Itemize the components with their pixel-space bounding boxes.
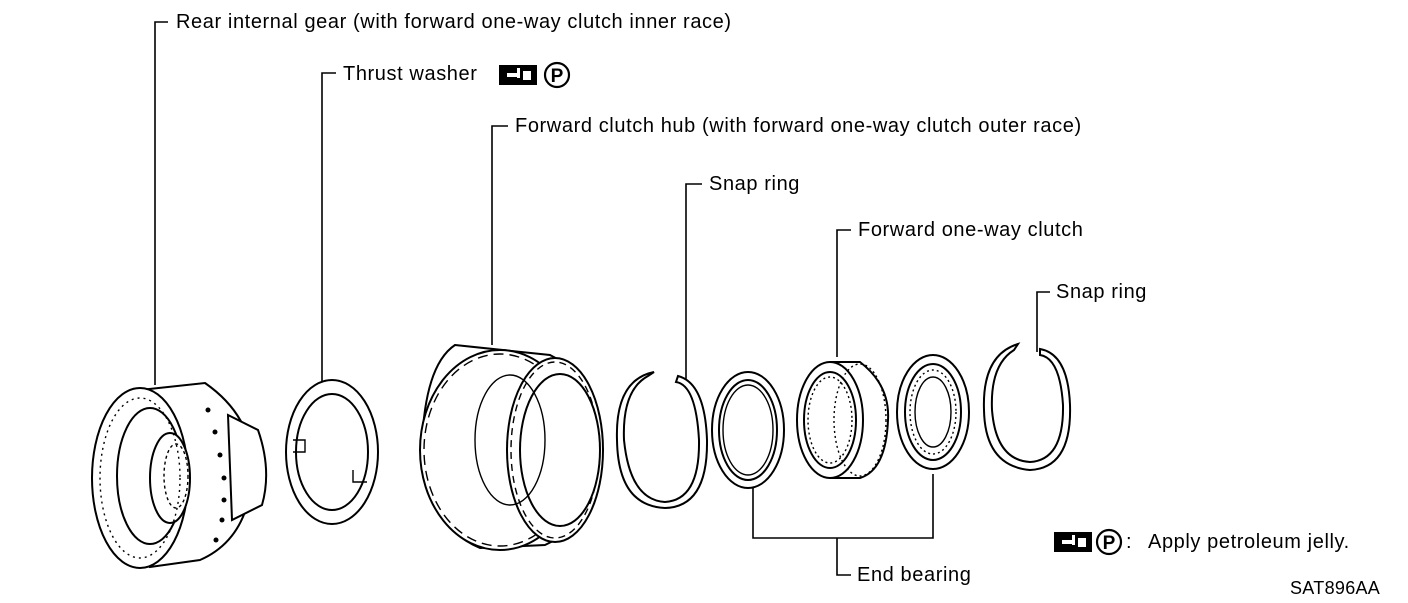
- legend-text: Apply petroleum jelly.: [1148, 531, 1350, 553]
- end-bearing-1-part: [711, 371, 785, 489]
- snap-ring-1-part: [615, 371, 709, 510]
- figure-code: SAT896AA: [1290, 578, 1381, 598]
- label-snap-ring-1: Snap ring: [709, 173, 801, 195]
- p-circle-letter: P: [1103, 533, 1116, 554]
- label-forward-one-way-clutch: Forward one-way clutch: [858, 219, 1084, 241]
- leader-snap-ring-1: [685, 183, 702, 383]
- p-circle-letter: P: [551, 66, 564, 87]
- leader-end-bearing: [752, 474, 934, 576]
- thrust-washer-part: [285, 379, 379, 525]
- p-circle-icon: P: [1095, 528, 1123, 556]
- label-thrust-washer: Thrust washer: [343, 63, 478, 85]
- leader-lines: [154, 21, 1050, 576]
- leader-snap-ring-2: [1036, 291, 1050, 352]
- label-forward-clutch-hub: Forward clutch hub (with forward one-way…: [515, 115, 1082, 137]
- rear-internal-gear-part: [91, 381, 268, 569]
- legend-colon: :: [1126, 531, 1133, 553]
- leader-forward-clutch-hub: [491, 125, 508, 345]
- end-bearing-2-part: [896, 354, 970, 470]
- legend-icons: P: [1054, 528, 1123, 556]
- label-snap-ring-2: Snap ring: [1056, 281, 1148, 303]
- leader-rear-internal-gear: [154, 21, 168, 385]
- forward-clutch-hub-part: [419, 343, 604, 551]
- petroleum-jelly-icon: [499, 65, 537, 85]
- leader-forward-one-way-clutch: [836, 229, 851, 357]
- p-circle-icon: P: [543, 61, 571, 89]
- snap-ring-2-part: [982, 342, 1072, 472]
- forward-one-way-clutch-part: [796, 361, 890, 479]
- label-rear-internal-gear: Rear internal gear (with forward one-way…: [176, 11, 732, 33]
- thrust-washer-icons: P: [499, 61, 571, 89]
- petroleum-jelly-icon: [1054, 532, 1092, 552]
- leader-thrust-washer: [321, 72, 336, 382]
- label-end-bearing: End bearing: [857, 564, 972, 586]
